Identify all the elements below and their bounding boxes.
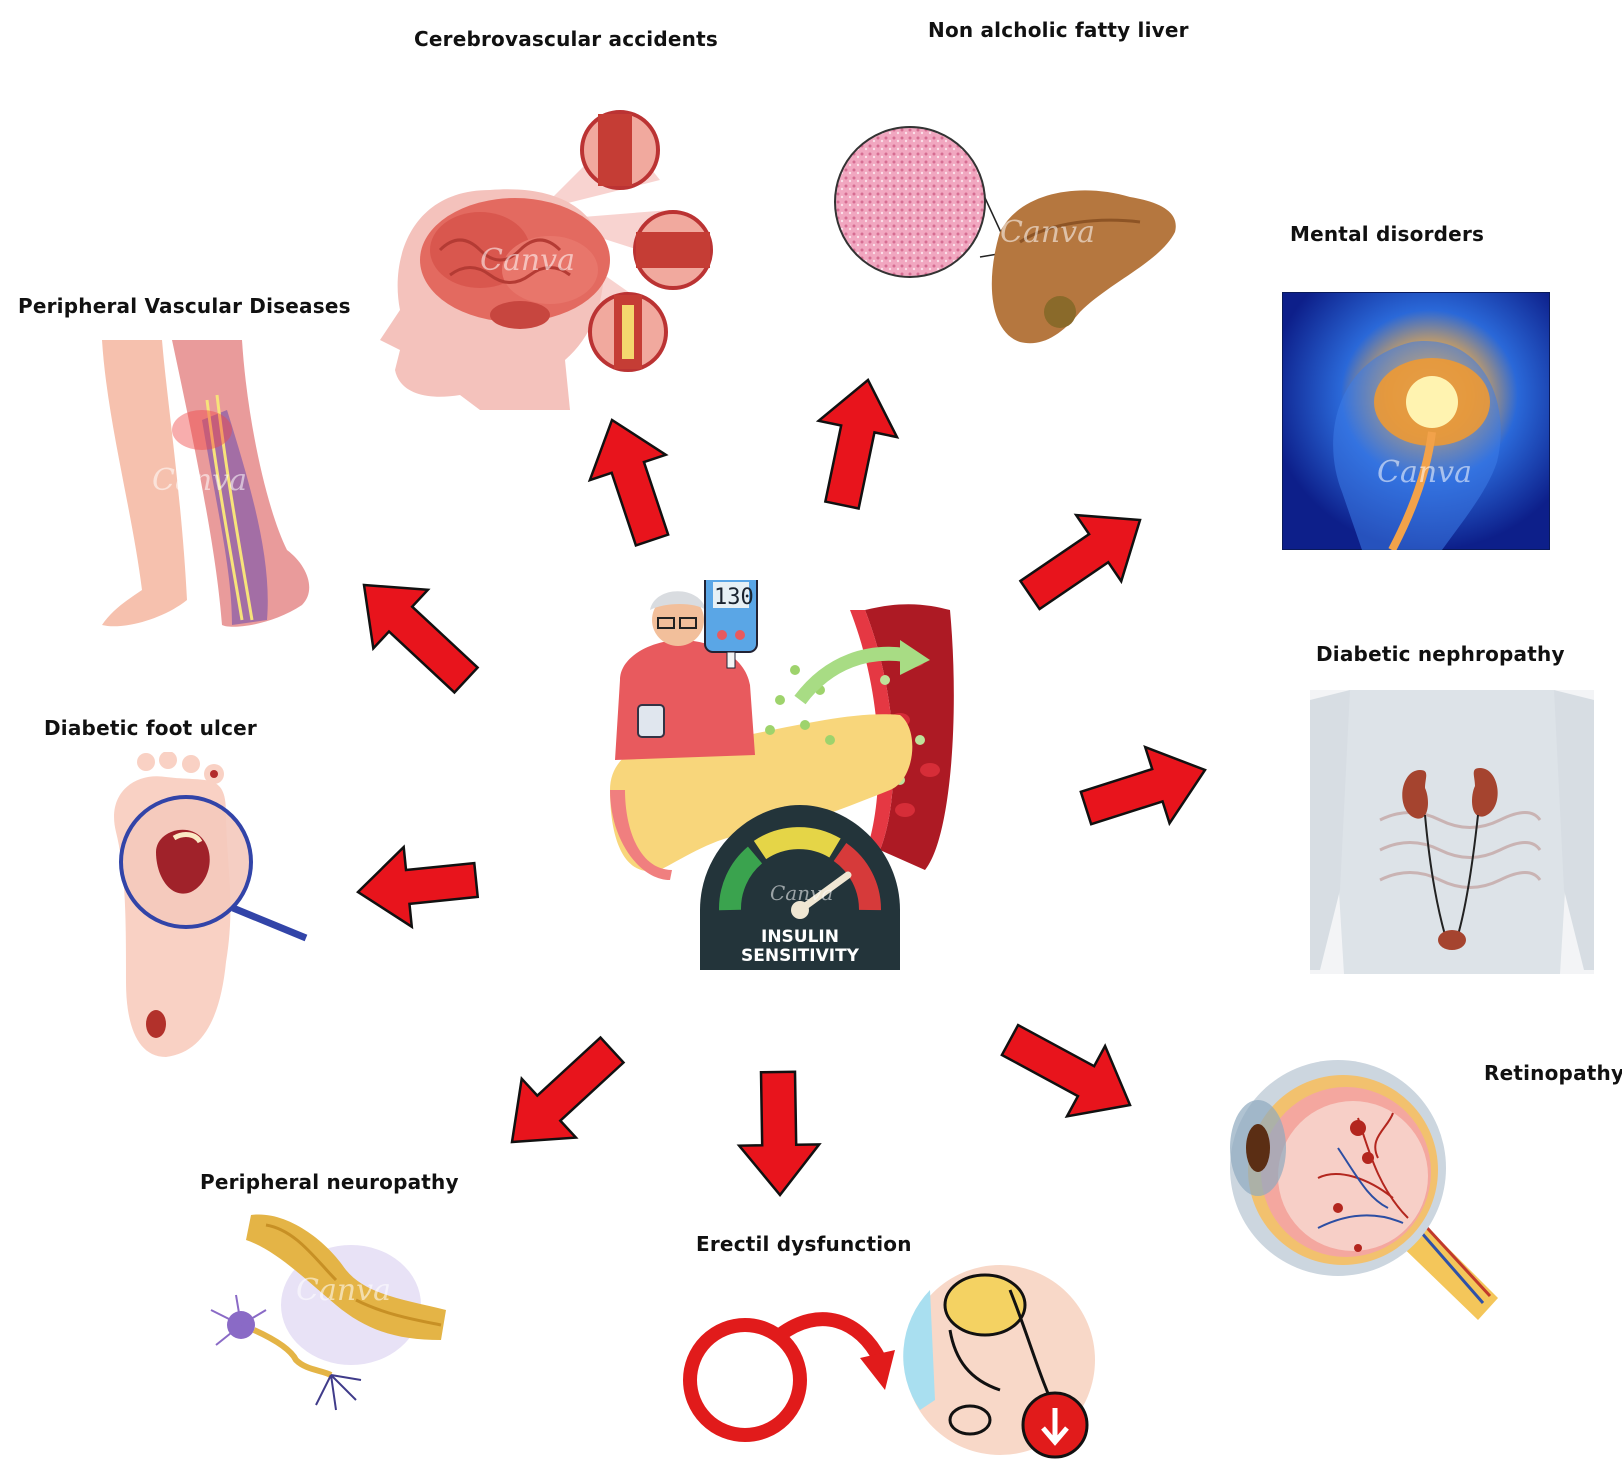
- arrow-to-nephropathy: [1079, 745, 1207, 827]
- gauge-label-sensitivity: SENSITIVITY: [741, 946, 860, 966]
- label-diabetic-nephropathy: Diabetic nephropathy: [1316, 642, 1565, 666]
- legs-illustration: Canva: [92, 340, 322, 640]
- watermark-text: Canva: [152, 463, 247, 498]
- label-erectile-dysfunction: Erectil dysfunction: [696, 1232, 912, 1256]
- label-fatty-liver: Non alcholic fatty liver: [928, 18, 1189, 42]
- label-peripheral-neuropathy: Peripheral neuropathy: [200, 1170, 459, 1194]
- label-retinopathy: Retinopathy: [1484, 1061, 1622, 1085]
- arrow-to-retinopathy: [1000, 1023, 1132, 1119]
- label-cerebrovascular-accidents: Cerebrovascular accidents: [414, 27, 718, 51]
- watermark-text: Canva: [1377, 455, 1472, 490]
- center-insulin-illustration: 130 INSULIN SENSITIVITY Canva: [600, 580, 1020, 1010]
- arrow-to-foot-ulcer: [356, 844, 480, 930]
- arrow-to-erectile: [736, 1070, 822, 1198]
- label-peripheral-vascular: Peripheral Vascular Diseases: [18, 294, 351, 318]
- gauge-label-insulin: INSULIN: [761, 927, 839, 947]
- watermark-text: Canva: [296, 1273, 391, 1308]
- watermark-text: Canva: [480, 243, 575, 278]
- watermark-text: Canva: [1000, 215, 1095, 250]
- arrow-to-peripheral-vascular: [362, 583, 480, 695]
- label-mental-disorders: Mental disorders: [1290, 222, 1485, 246]
- fatty-liver-illustration: Canva: [820, 112, 1190, 362]
- watermark-text: Canva: [770, 881, 833, 905]
- foot-ulcer-illustration: [96, 752, 316, 1062]
- arrow-to-fatty-liver: [815, 378, 900, 510]
- brain-head-illustration: Canva: [370, 110, 750, 410]
- nephropathy-illustration: [1310, 690, 1594, 974]
- arrow-to-cerebrovascular: [587, 418, 670, 547]
- arrow-to-neuropathy: [510, 1035, 626, 1144]
- retinopathy-illustration: [1218, 1058, 1508, 1328]
- arrow-to-mental: [1018, 513, 1142, 611]
- label-diabetic-foot-ulcer: Diabetic foot ulcer: [44, 716, 257, 740]
- erectile-dysfunction-illustration: [680, 1250, 1110, 1460]
- mental-disorders-illustration: Canva: [1282, 292, 1550, 550]
- glucometer-reading: 130: [714, 585, 754, 610]
- neuropathy-illustration: Canva: [196, 1210, 466, 1420]
